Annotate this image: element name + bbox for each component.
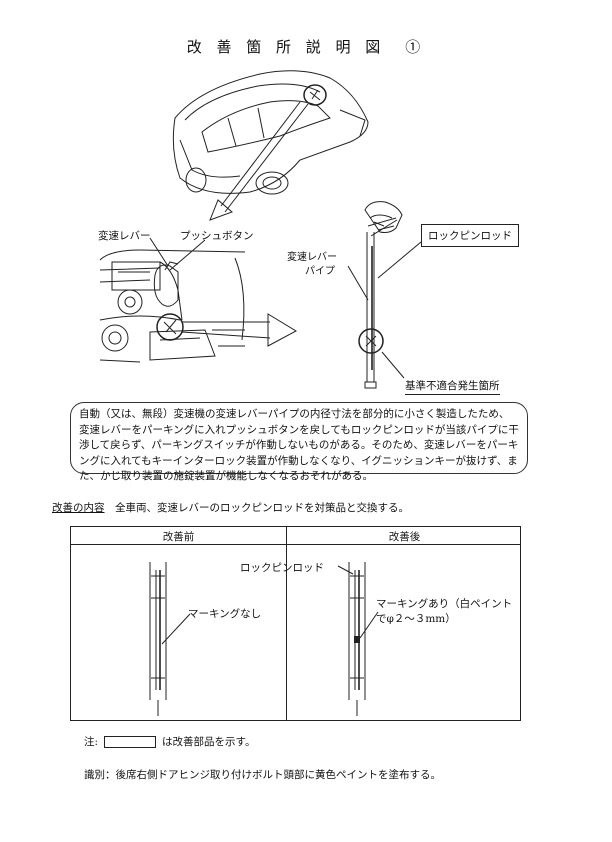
improvement-content: 改善の内容 全車両、変速レバーのロックピンロッドを対策品と交換する。 [52,500,409,515]
rod-before [149,562,191,716]
label-nonconforming: 基準不適合発生箇所 [405,378,500,395]
label-lock-pin-rod-box: ロックピンロッド [421,224,519,247]
improvement-heading: 改善の内容 [52,502,105,514]
note-suffix: は改善部品を示す。 [162,736,256,748]
label-lock-pin-rod: ロックピンロッド [240,562,324,574]
label-shift-lever-pipe-1: 変速レバー [287,252,337,263]
note: 注: は改善部品を示す。 [84,734,256,749]
label-shift-lever-pipe-2: パイプ [305,266,335,277]
header-after: 改善後 [388,531,421,543]
identification: 識別：後席右側ドアヒンジ取り付けボルト頭部に黄色ペイントを塗布する。 [84,769,441,781]
label-shift-lever: 変速レバー [98,230,151,242]
marking-paint [354,636,360,643]
label-marking-1: マーキングあり（白ペイント [376,598,513,610]
label-marking-2: でφ２～３mm） [376,613,456,625]
note-prefix: 注: [84,736,99,748]
car-illustration [172,70,369,195]
legend-box [104,736,157,748]
header-before: 改善前 [162,531,195,543]
comparison-table: 改善前 改善後 [70,526,521,721]
page-title: 改 善 箇 所 説 明 図 ① [186,38,426,56]
lever-pipe-detail [347,201,422,389]
pointer-arrow-detail [181,313,298,347]
description-box: 自動（又は、無段）変速機の変速レバーパイプの内径寸法を部分的に小さく製造したため… [70,402,528,482]
console-illustration [99,249,246,363]
pointer-arrow-car [209,101,309,221]
improvement-text: 全車両、変速レバーのロックピンロッドを対策品と交換する。 [115,502,409,514]
label-push-button: プッシュボタン [180,230,254,242]
label-no-marking: マーキングなし [188,608,262,620]
rod-after [337,562,379,716]
